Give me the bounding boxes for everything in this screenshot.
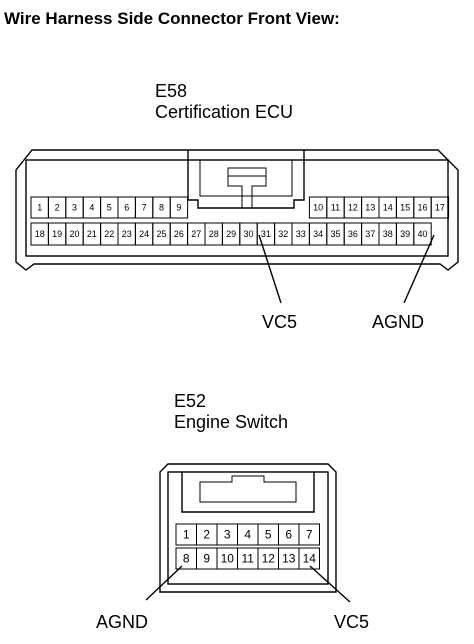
e58-pin-label: 24 bbox=[139, 229, 149, 239]
e58-pin-label: 30 bbox=[243, 229, 253, 239]
e58-latch bbox=[187, 150, 305, 209]
e58-code: E58 bbox=[155, 81, 187, 101]
e52-pin-label: 7 bbox=[306, 528, 313, 542]
e52-pin-label: 8 bbox=[183, 552, 190, 566]
e58-pin-label: 18 bbox=[35, 229, 45, 239]
e58-agnd-label: AGND bbox=[372, 312, 424, 332]
e58-pin-label: 15 bbox=[400, 203, 410, 213]
e58-pin-label: 37 bbox=[365, 229, 375, 239]
e58-pin-label: 13 bbox=[365, 203, 375, 213]
e52-pin-label: 13 bbox=[282, 552, 296, 566]
e52-pin-cell bbox=[298, 547, 320, 570]
e58-pin-label: 36 bbox=[348, 229, 358, 239]
e58-pin-label: 10 bbox=[313, 203, 323, 213]
e52-pin-label: 2 bbox=[203, 528, 210, 542]
diagram-title: Wire Harness Side Connector Front View: bbox=[4, 9, 340, 28]
e58-pin-label: 25 bbox=[156, 229, 166, 239]
e58-pin-label: 11 bbox=[331, 203, 340, 213]
e58-housing bbox=[15, 149, 459, 271]
e58-pin-label: 26 bbox=[174, 229, 184, 239]
e52-pin-label: 9 bbox=[203, 552, 210, 566]
e52-vc5-leader bbox=[309, 565, 351, 603]
e58-pin-label: 40 bbox=[417, 229, 427, 239]
e52-agnd-label: AGND bbox=[96, 612, 148, 632]
e58-pin-cell bbox=[169, 196, 189, 219]
e52-code: E52 bbox=[174, 391, 206, 411]
e58-vc5-label: VC5 bbox=[262, 312, 297, 332]
e58-pin-label: 28 bbox=[209, 229, 219, 239]
e52-pin-label: 6 bbox=[285, 528, 292, 542]
e58-pin-label: 32 bbox=[278, 229, 288, 239]
e58-pin-label: 16 bbox=[417, 203, 427, 213]
e58-latch-inner bbox=[199, 160, 293, 197]
e52-name: Engine Switch bbox=[174, 412, 288, 432]
e58-pin-cell bbox=[430, 196, 450, 219]
e58-pin-label: 4 bbox=[89, 203, 94, 213]
e58-pin-label: 6 bbox=[124, 203, 129, 213]
e58-pin-label: 23 bbox=[122, 229, 132, 239]
e58-pin-label: 3 bbox=[72, 203, 77, 213]
e52-pin-cell bbox=[298, 523, 320, 546]
e52-pin-label: 11 bbox=[242, 552, 255, 566]
e58-pin-label: 29 bbox=[226, 229, 236, 239]
e58-pin-label: 35 bbox=[330, 229, 340, 239]
e58-pin-label: 27 bbox=[191, 229, 201, 239]
e58-pin-label: 38 bbox=[383, 229, 393, 239]
e58-pin-label: 33 bbox=[296, 229, 306, 239]
e58-vc5-leader bbox=[258, 234, 282, 304]
e58-pin-label: 31 bbox=[261, 229, 271, 239]
e52-housing bbox=[159, 463, 337, 593]
e52-pin-label: 10 bbox=[221, 552, 235, 566]
e52-pin-label: 14 bbox=[303, 552, 317, 566]
e58-name: Certification ECU bbox=[155, 102, 293, 122]
e58-pin-label: 39 bbox=[400, 229, 410, 239]
e58-pin-label: 12 bbox=[348, 203, 358, 213]
e58-pin-label: 19 bbox=[52, 229, 62, 239]
e52-agnd-leader bbox=[145, 565, 183, 601]
e52-vc5-label: VC5 bbox=[334, 612, 369, 632]
e52-pin-label: 5 bbox=[265, 528, 272, 542]
e52-pin-label: 12 bbox=[262, 552, 276, 566]
e58-inner-frame bbox=[25, 159, 449, 257]
e58-pin-label: 17 bbox=[435, 203, 445, 213]
e58-agnd-leader bbox=[403, 234, 435, 304]
e52-inner-frame bbox=[167, 471, 329, 585]
e52-pin-label: 1 bbox=[183, 528, 190, 542]
e58-pin-cell bbox=[413, 222, 432, 246]
e52-pin-label: 4 bbox=[244, 528, 251, 542]
e58-pin-label: 22 bbox=[104, 229, 114, 239]
e58-pin-label: 1 bbox=[37, 203, 42, 213]
e58-pin-label: 5 bbox=[107, 203, 112, 213]
e58-latch-tab bbox=[227, 167, 267, 209]
e58-pin-label: 21 bbox=[87, 229, 97, 239]
e52-latch bbox=[181, 472, 315, 513]
e58-pin-label: 20 bbox=[69, 229, 79, 239]
e52-latch-inner bbox=[199, 475, 297, 503]
e58-pin-label: 8 bbox=[159, 203, 164, 213]
e58-pin-label: 14 bbox=[383, 203, 393, 213]
e58-pin-label: 34 bbox=[313, 229, 323, 239]
e52-pin-label: 3 bbox=[224, 528, 231, 542]
e58-pin-label: 9 bbox=[176, 203, 181, 213]
e58-pin-label: 7 bbox=[142, 203, 147, 213]
e58-pin-label: 2 bbox=[55, 203, 60, 213]
